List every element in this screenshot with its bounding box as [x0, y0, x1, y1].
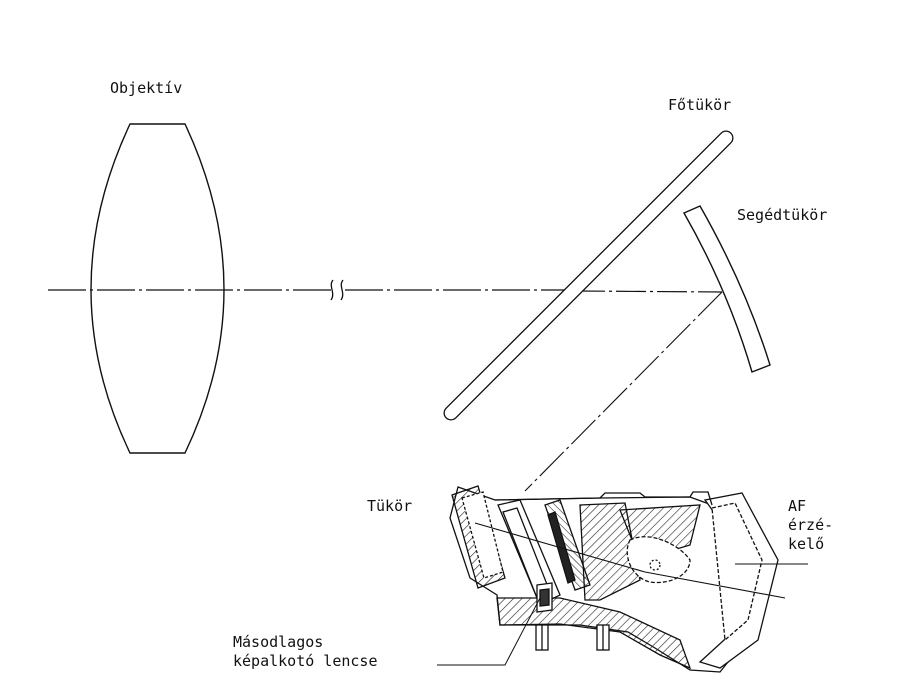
label-af-sensor-line2: érzé-	[788, 515, 834, 534]
main-mirror	[443, 130, 734, 421]
label-objective: Objektív	[110, 79, 183, 97]
objective-lens	[90, 123, 225, 454]
optical-axis	[48, 289, 723, 293]
sub-mirror	[683, 205, 771, 373]
label-af-sensor: AF érzé- kelő	[788, 497, 833, 553]
label-sub-mirror: Segédtükör	[737, 206, 828, 224]
label-secondary-lens-line2: képalkotó lencse	[233, 651, 378, 670]
label-af-sensor-line1: AF	[788, 497, 807, 515]
label-fold-mirror: Tükör	[367, 497, 413, 515]
label-af-sensor-line3: kelő	[788, 534, 825, 553]
af-internal-ray	[474, 522, 786, 599]
label-secondary-lens: Másodlagos képalkotó lencse	[233, 633, 378, 671]
reflected-ray	[524, 291, 723, 492]
label-secondary-lens-line1: Másodlagos	[233, 633, 324, 651]
af-module	[449, 485, 779, 673]
label-main-mirror: Főtükör	[668, 96, 732, 114]
axis-break-symbol	[330, 279, 344, 301]
leader-lines	[437, 563, 808, 666]
secondary-lens-leader	[437, 597, 541, 666]
